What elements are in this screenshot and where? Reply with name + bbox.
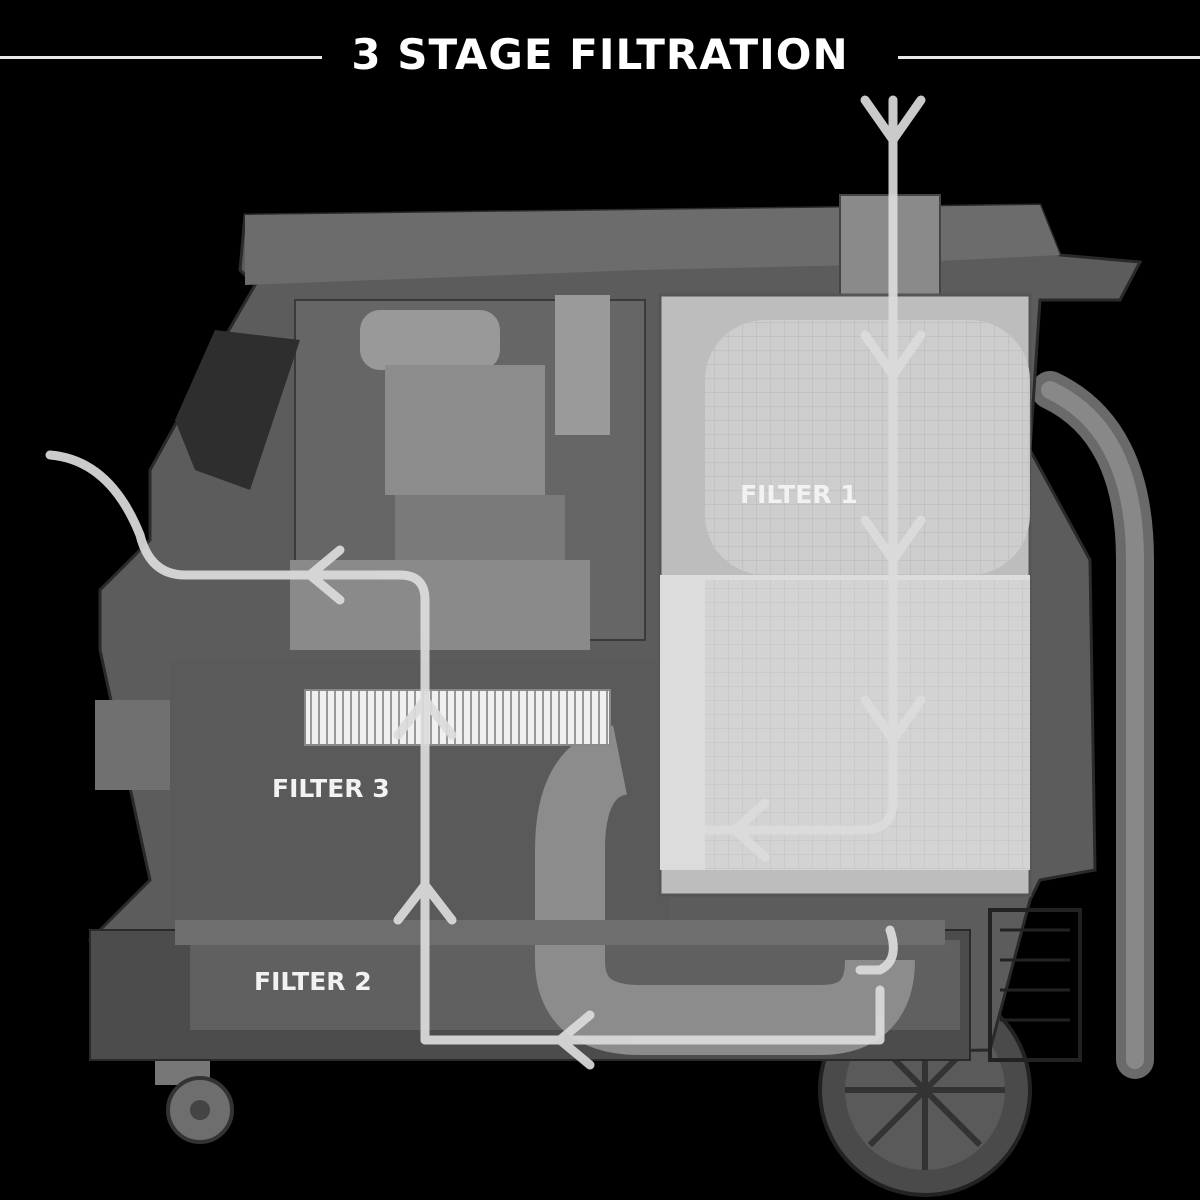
airflow-path	[45, 95, 926, 1070]
title-rule-left	[0, 56, 322, 59]
filter-1-cartridge	[658, 293, 1032, 897]
filter-2-label: FILTER 2	[254, 967, 372, 996]
page-title: 3 STAGE FILTRATION	[351, 30, 849, 79]
filter-1-label: FILTER 1	[740, 480, 858, 509]
filter-3-label: FILTER 3	[272, 774, 390, 803]
filter-2-pad	[175, 920, 945, 945]
filter-3-pleated	[304, 689, 611, 746]
title-rule-right	[898, 56, 1200, 59]
